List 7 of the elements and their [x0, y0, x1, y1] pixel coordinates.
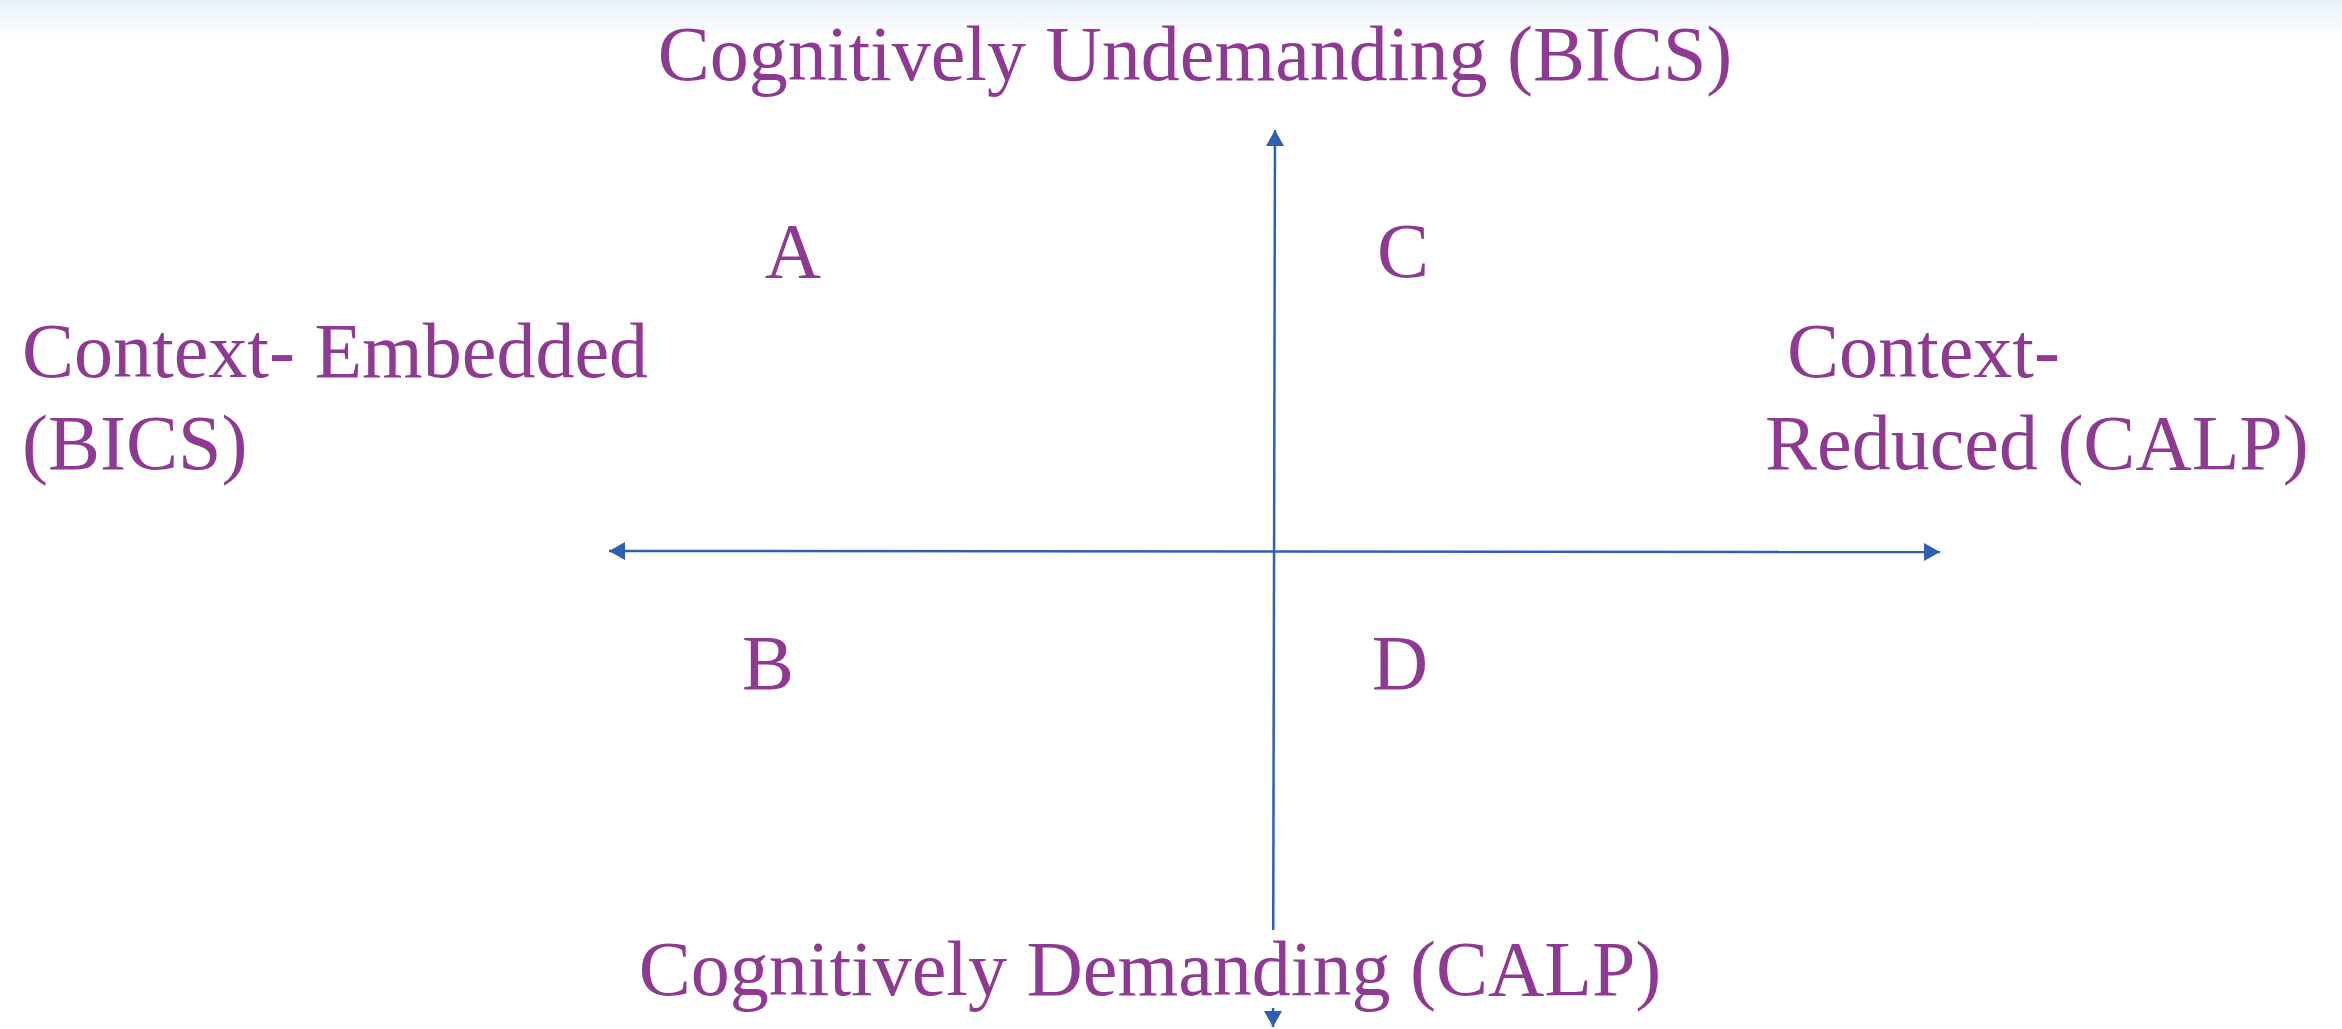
- quadrant-letter: A: [764, 206, 822, 296]
- axis-label: Context- Embedded (BICS): [22, 306, 650, 488]
- axis-label: Context- Reduced (CALP): [1765, 306, 2310, 488]
- quadrant-letter: B: [742, 618, 794, 708]
- quadrant-letter: D: [1371, 618, 1429, 708]
- quadrant-letter: C: [1377, 206, 1429, 296]
- axis-label: Cognitively Undemanding (BICS): [657, 9, 1733, 99]
